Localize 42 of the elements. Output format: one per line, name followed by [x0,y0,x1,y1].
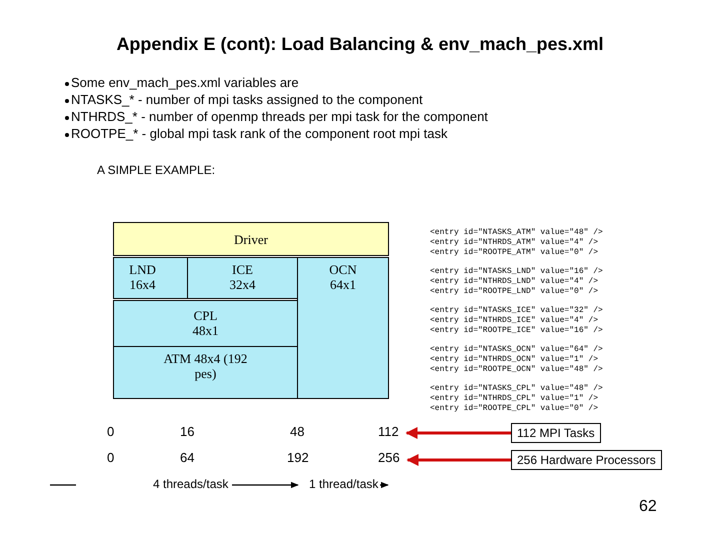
xml-entry: <entry id="NTHRDS_ATM" value="4" /> [430,238,598,247]
bullet-text: ROOTPE_* - global mpi task rank of the component root mpi task [71,126,448,141]
processor-count: 64 [180,450,194,465]
processor-count: 192 [287,450,309,465]
component-box: Driver [113,222,389,256]
bullet-text: NTHRDS_* - number of openmp threads per mpi task for the component [71,109,488,124]
xml-entry: <entry id="NTHRDS_OCN" value="1" /> [430,355,598,364]
task-count: 112 [378,424,399,439]
processor-count: 256 [378,450,400,465]
component-box: CPL 48x1 [113,300,298,347]
thread-label: 1 thread/task [309,477,378,491]
xml-entry: <entry id="NTASKS_CPL" value="48" /> [430,384,603,393]
task-count: 0 [107,424,114,439]
thread-label: 4 threads/task [153,477,228,491]
bullet-text: NTASKS_* - number of mpi tasks assigned to the component [71,92,423,107]
slide-title: Appendix E (cont): Load Balancing & env_mach_pes.xml [115,34,605,55]
xml-entry: <entry id="ROOTPE_LND" value="0" /> [430,287,598,296]
xml-entry: <entry id="ROOTPE_ICE" value="16" /> [430,326,603,335]
callout-box: 256 Hardware Processors [511,450,662,470]
xml-entry: <entry id="NTASKS_ICE" value="32" /> [430,306,603,315]
arrow [406,454,511,466]
section-label: A SIMPLE EXAMPLE: [97,163,216,177]
xml-entry: <entry id="NTASKS_ATM" value="48" /> [430,228,603,237]
xml-entry: <entry id="NTASKS_OCN" value="64" /> [430,345,603,354]
callout-box: 112 MPI Tasks [511,423,601,443]
xml-entry: <entry id="ROOTPE_OCN" value="48" /> [430,365,603,374]
xml-entry: <entry id="NTHRDS_CPL" value="1" /> [430,394,598,403]
xml-entry: <entry id="NTHRDS_ICE" value="4" /> [430,316,598,325]
processor-count: 0 [107,450,114,465]
component-box: OCN 64x1 [297,257,389,399]
xml-entry: <entry id="ROOTPE_ATM" value="0" /> [430,248,598,257]
arrow [406,427,511,439]
xml-entry: <entry id="NTASKS_LND" value="16" /> [430,267,603,276]
xml-entry: <entry id="NTHRDS_LND" value="4" /> [430,277,598,286]
task-count: 48 [290,424,304,439]
task-count: 16 [180,424,194,439]
bullet-text: Some env_mach_pes.xml variables are [71,75,299,90]
page-number: 62 [639,498,657,516]
xml-entry: <entry id="ROOTPE_CPL" value="0" /> [430,404,598,413]
component-box: LND 16x4 [113,257,188,299]
component-box: ICE 32x4 [187,257,298,299]
component-box: ATM 48x4 (192 pes) [113,346,298,399]
